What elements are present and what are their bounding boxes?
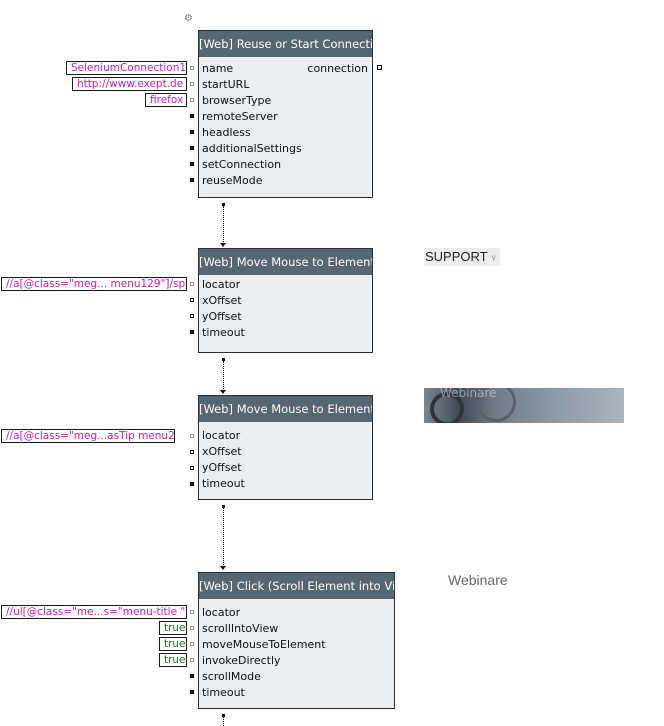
pin-starturl: startURL [202, 78, 250, 91]
pin-connection-output: connection [307, 62, 368, 75]
block-title: [Web] Click (Scroll Element into View) [199, 573, 394, 599]
input-pin[interactable] [190, 610, 194, 614]
block-title: [Web] Move Mouse to Element [199, 249, 372, 275]
pin-invokedirectly: invokeDirectly [202, 654, 281, 667]
flow-output [222, 203, 225, 206]
flow-connector [223, 206, 224, 244]
pin-name: name [202, 62, 234, 75]
pin-browsertype: browserType [202, 94, 272, 107]
pin-movemousetoelement: moveMouseToElement [202, 638, 326, 651]
block-click-scroll-element-into-view[interactable]: [Web] Click (Scroll Element into View) l… [198, 572, 395, 709]
block-move-mouse-to-element-2[interactable]: [Web] Move Mouse to Element locator xOff… [198, 395, 373, 500]
locator-value[interactable]: //ul[@class="me...s="menu-title "] [1, 605, 187, 619]
pin-additionalsettings: additionalSettings [202, 142, 302, 155]
input-pin[interactable] [190, 146, 194, 150]
pin-timeout: timeout [202, 326, 245, 339]
chevron-down-icon: ˅ [491, 253, 497, 263]
input-pin[interactable] [190, 82, 194, 86]
scrollintoview-value[interactable]: true [159, 621, 187, 635]
name-value[interactable]: SeleniumConnection1 [66, 61, 187, 75]
flow-output [222, 505, 225, 508]
connection-output-pin[interactable] [377, 65, 382, 70]
pin-locator: locator [202, 606, 241, 619]
webinare-label: Webinare [448, 572, 508, 588]
pin-scrollintoview: scrollIntoView [202, 622, 279, 635]
flow-output [222, 714, 225, 717]
input-pin[interactable] [190, 98, 194, 102]
support-menu-label: SUPPORT ˅ [424, 248, 501, 266]
input-pin[interactable] [190, 130, 194, 134]
input-pin[interactable] [190, 282, 194, 286]
block-move-mouse-to-element-1[interactable]: [Web] Move Mouse to Element locator xOff… [198, 248, 373, 353]
invokedirectly-value[interactable]: true [159, 653, 187, 667]
pin-timeout: timeout [202, 686, 245, 699]
browsertype-value[interactable]: firefox [145, 93, 187, 107]
pin-locator: locator [202, 278, 241, 291]
block-reuse-or-start-connection[interactable]: [Web] Reuse or Start Connection name sta… [198, 30, 373, 198]
webinar-banner-image: Webinare [424, 388, 624, 423]
pin-remoteserver: remoteServer [202, 110, 278, 123]
locator-value[interactable]: //a[@class="meg... menu129"]/span [1, 277, 187, 291]
locator-value[interactable]: //a[@class="meg...asTip menu281"] [1, 429, 175, 443]
pin-setconnection: setConnection [202, 158, 282, 171]
webinar-image-text: Webinare [440, 388, 497, 400]
pin-xoffset: xOffset [202, 445, 242, 458]
pin-scrollmode: scrollMode [202, 670, 261, 683]
pin-xoffset: xOffset [202, 294, 242, 307]
input-pin[interactable] [190, 450, 194, 454]
input-pin[interactable] [190, 434, 194, 438]
input-pin[interactable] [190, 642, 194, 646]
arrow-down-icon [220, 390, 226, 394]
input-pin[interactable] [190, 330, 194, 334]
input-pin[interactable] [190, 162, 194, 166]
input-pin[interactable] [190, 482, 194, 486]
input-pin[interactable] [190, 690, 194, 694]
flow-connector [223, 508, 224, 567]
input-pin[interactable] [190, 674, 194, 678]
support-text: SUPPORT [425, 249, 488, 264]
input-pin[interactable] [190, 178, 194, 182]
movemousetoelement-value[interactable]: true [159, 637, 187, 651]
arrow-down-icon [220, 566, 226, 570]
flow-connector [223, 717, 224, 726]
pin-yoffset: yOffset [202, 310, 242, 323]
pin-locator: locator [202, 429, 241, 442]
input-pin[interactable] [190, 66, 194, 70]
input-pin[interactable] [190, 114, 194, 118]
flow-output [222, 358, 225, 361]
input-pin[interactable] [190, 466, 194, 470]
flow-connector [223, 361, 224, 391]
pin-yoffset: yOffset [202, 461, 242, 474]
input-pin[interactable] [190, 626, 194, 630]
block-title: [Web] Reuse or Start Connection [199, 31, 372, 57]
starturl-value[interactable]: http://www.exept.de [72, 77, 187, 91]
input-pin[interactable] [190, 658, 194, 662]
pin-headless: headless [202, 126, 251, 139]
input-pin[interactable] [190, 314, 194, 318]
input-pin[interactable] [190, 298, 194, 302]
gear-icon[interactable]: ⚙ [184, 13, 193, 24]
pin-reusemode: reuseMode [202, 174, 263, 187]
pin-timeout: timeout [202, 477, 245, 490]
block-title: [Web] Move Mouse to Element [199, 396, 372, 422]
arrow-down-icon [220, 243, 226, 247]
